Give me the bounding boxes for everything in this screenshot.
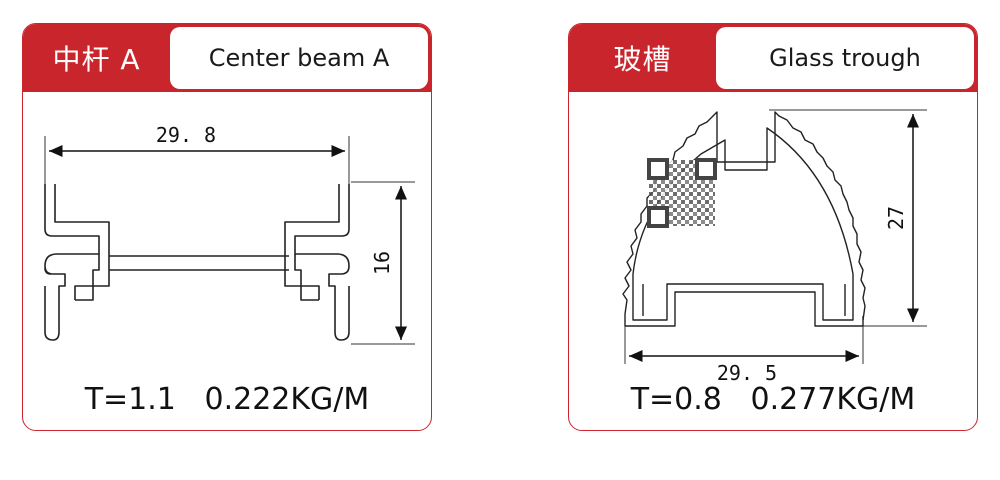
profile-name: Glass trough [769, 44, 921, 72]
profile-code: 玻槽 [613, 43, 672, 76]
profile-name: Center beam A [208, 44, 390, 72]
width-label: 29. 8 [156, 123, 216, 147]
profile-name-box: Glass trough [716, 27, 974, 89]
height-label: 16 [370, 251, 394, 275]
center-beam-drawing: 29. 8 16 [44, 123, 415, 345]
glass-trough-drawing: 27 29. 5 [622, 109, 927, 385]
card-header: 中杆 A Center beam A [23, 24, 431, 92]
width-label: 29. 5 [717, 361, 777, 385]
profile-name-box: Center beam A [170, 27, 428, 89]
profile-card-center-beam: 中杆 A Center beam A 29. 8 16 [22, 23, 432, 431]
qr-code-icon [647, 158, 717, 228]
height-dimension: 16 [351, 181, 415, 345]
profile-spec: T=1.1 0.222KG/M [84, 382, 370, 417]
center-beam-profile [44, 184, 350, 341]
height-dimension: 27 [769, 109, 927, 327]
profile-spec: T=0.8 0.277KG/M [630, 382, 916, 417]
profile-code: 中杆 A [52, 43, 141, 76]
width-dimension: 29. 5 [624, 324, 864, 385]
glass-trough-profile [622, 111, 866, 327]
height-label: 27 [884, 206, 908, 230]
card-header: 玻槽 Glass trough [569, 24, 977, 92]
profile-card-glass-trough: 玻槽 Glass trough 27 [568, 23, 978, 431]
width-dimension: 29. 8 [44, 123, 350, 184]
